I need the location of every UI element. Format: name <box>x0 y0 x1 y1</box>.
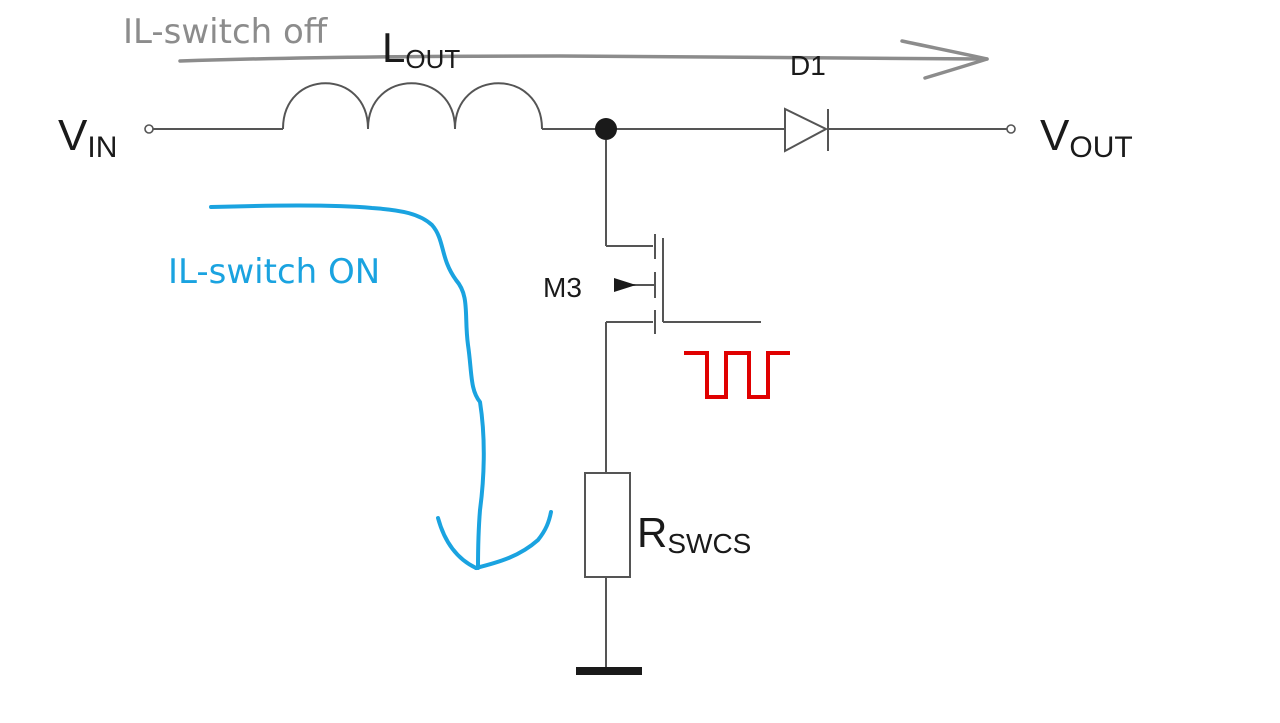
diode-label: D1 <box>790 50 826 81</box>
vout-label: VOUT <box>1040 111 1133 164</box>
vout-terminal <box>1006 124 1016 134</box>
vout-label-main: V <box>1040 111 1070 160</box>
branch-wire <box>605 140 653 669</box>
junction-node <box>595 118 617 140</box>
vin-label: VIN <box>58 111 117 164</box>
inductor-label: LOUT <box>382 24 460 74</box>
vin-label-sub: IN <box>87 131 117 164</box>
switch-on-annotation: IL-switch ON <box>168 252 380 292</box>
diode-symbol <box>784 107 829 153</box>
down-curved-arrow-icon <box>209 203 553 570</box>
ground-icon <box>576 667 642 675</box>
resistor-label: RSWCS <box>637 509 751 559</box>
inductor-label-main: L <box>382 24 405 71</box>
right-arrow-icon <box>178 39 989 80</box>
resistor-symbol <box>584 472 631 578</box>
vin-label-main: V <box>58 111 88 160</box>
inductor-label-sub: OUT <box>405 44 460 74</box>
inductor-symbol <box>282 82 543 130</box>
resistor-label-sub: SWCS <box>667 528 751 559</box>
mosfet-arrow <box>614 278 636 292</box>
switch-off-annotation: IL-switch off <box>123 12 329 52</box>
vout-label-sub: OUT <box>1069 131 1132 164</box>
transistor-label: M3 <box>543 272 582 303</box>
vin-terminal <box>144 124 154 134</box>
mosfet-symbol <box>616 234 761 334</box>
resistor-label-main: R <box>637 509 667 556</box>
square-wave-icon <box>684 351 790 399</box>
